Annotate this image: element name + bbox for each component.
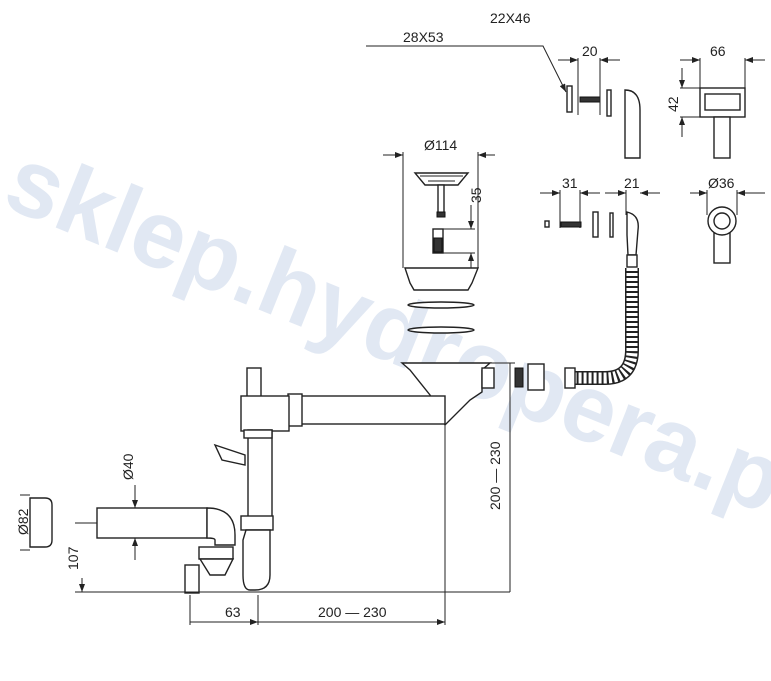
connector-front <box>707 206 737 264</box>
sink-outlet <box>400 362 576 427</box>
dim-overflow-width: 66 <box>710 43 726 59</box>
dim-connector-diameter: Ø36 <box>708 175 735 191</box>
strainer-basket <box>404 172 480 291</box>
dim-overflow-height: 42 <box>665 96 681 112</box>
connector-parts <box>544 211 639 268</box>
dim-plug-travel: 35 <box>468 187 484 203</box>
dim-trap-offset: 63 <box>225 604 241 620</box>
outlet-cover <box>29 497 53 548</box>
overflow-assembly-front <box>699 87 746 159</box>
dim-strainer-diameter: Ø114 <box>424 137 457 153</box>
dim-bolt-length: 31 <box>562 175 578 191</box>
dim-pipe-diameter: Ø40 <box>120 453 136 480</box>
dim-horizontal-range: 200 — 230 <box>318 604 387 620</box>
gasket-lower <box>407 326 475 334</box>
watermark: sklep.hydropera.pl <box>0 125 771 544</box>
overflow-assembly-side <box>566 85 641 159</box>
dim-vertical-range: 200 — 230 <box>487 441 503 510</box>
dim-overflow-depth: 20 <box>582 43 598 59</box>
corrugated-overflow-hose <box>568 268 639 385</box>
dim-outlet-height: 107 <box>65 546 81 570</box>
gasket-upper <box>407 301 475 309</box>
leader-line <box>366 45 567 93</box>
dim-outlet-diameter: Ø82 <box>15 508 31 535</box>
dim-connector-depth: 21 <box>624 175 640 191</box>
dim-gasket-large: 28X53 <box>403 29 444 45</box>
drain-pipe-system <box>96 367 446 594</box>
dim-gasket-small: 22X46 <box>490 10 531 26</box>
